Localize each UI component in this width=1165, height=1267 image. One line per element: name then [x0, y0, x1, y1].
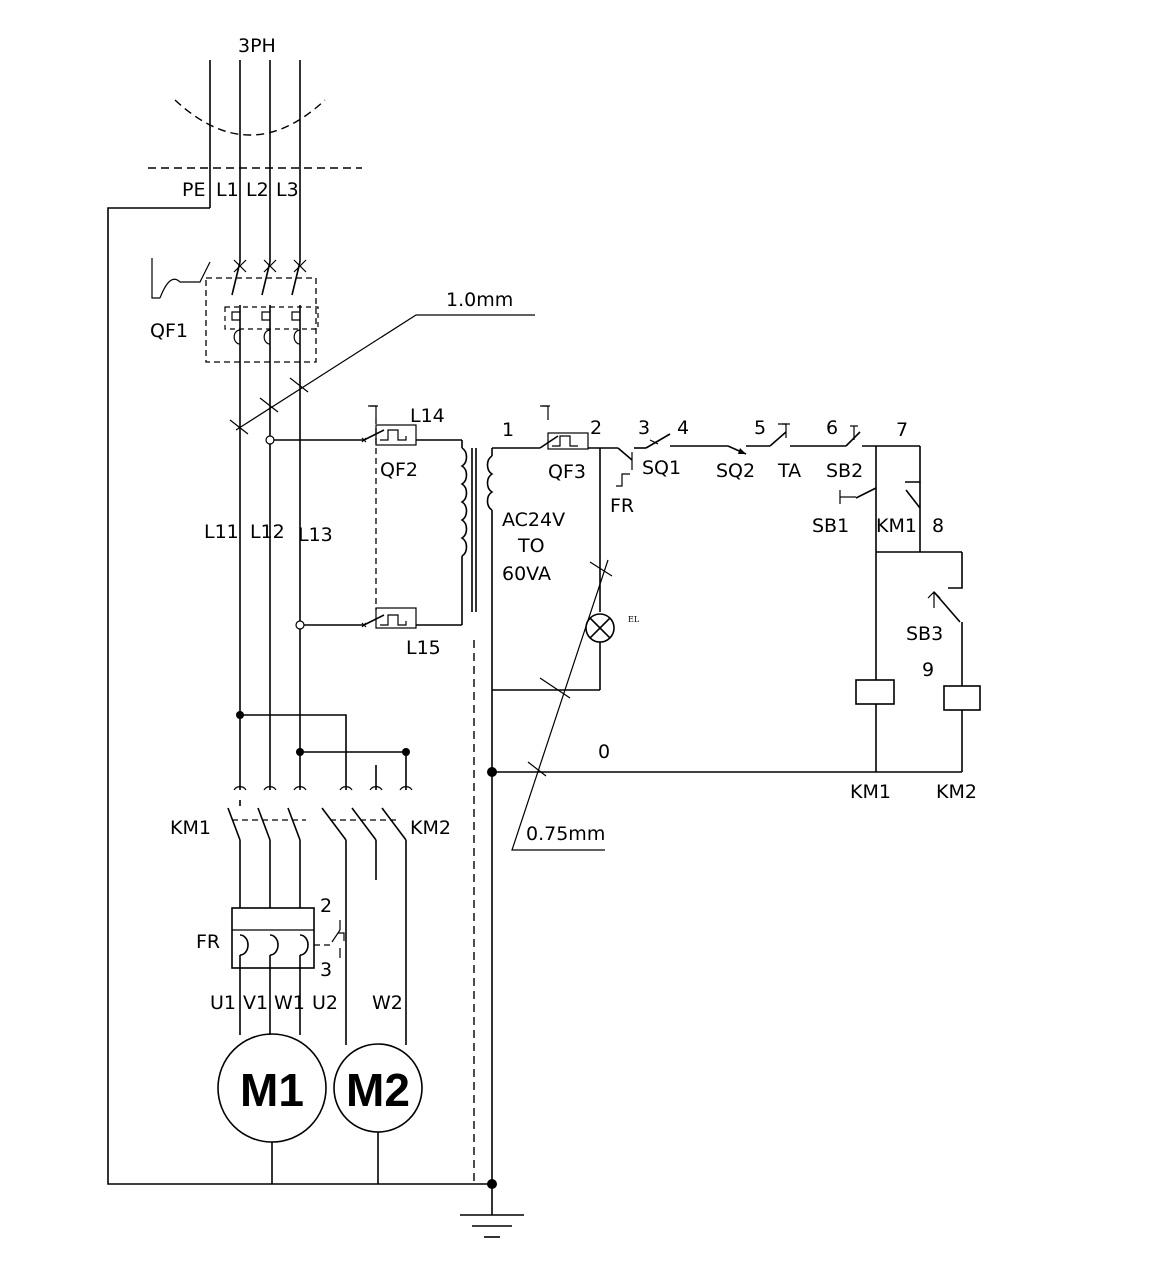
- coil-km2-label: KM2: [936, 781, 977, 803]
- control-circuit: [492, 405, 981, 773]
- lamp-label: EL: [628, 615, 640, 624]
- terminal-w2: W2: [372, 992, 403, 1014]
- motor-m2: [333, 1043, 423, 1184]
- terminal-u2: U2: [312, 992, 338, 1014]
- sb2-label: SB2: [826, 460, 863, 482]
- feeder-l13: L13: [298, 524, 333, 546]
- phase-l2: L2: [246, 179, 269, 201]
- terminal-u1: U1: [210, 992, 236, 1014]
- qf1-label: QF1: [150, 320, 188, 342]
- control-fr-label: FR: [610, 495, 634, 517]
- sq2-label: SQ2: [716, 460, 755, 482]
- node-5: 5: [754, 417, 766, 439]
- motor-m1: [217, 1033, 327, 1184]
- node-4: 4: [677, 417, 689, 439]
- control-transformer: [460, 440, 494, 1184]
- terminal-v1: V1: [243, 992, 268, 1014]
- phase-pe: PE: [182, 179, 205, 201]
- node-6: 6: [826, 417, 838, 439]
- phase-l1: L1: [216, 179, 239, 201]
- ta-label: TA: [777, 460, 801, 482]
- wire-size-leader-2: [511, 559, 609, 851]
- sb3-label: SB3: [906, 623, 943, 645]
- qf3-label: QF3: [548, 461, 586, 483]
- node-2: 2: [590, 417, 602, 439]
- node-9: 9: [922, 659, 934, 681]
- contactor-km2-label: KM2: [410, 817, 451, 839]
- node-1: 1: [502, 419, 514, 441]
- feeder-l11: L11: [204, 521, 239, 543]
- qf1-breaker: [151, 258, 319, 400]
- transformer-label-1: AC24V: [502, 509, 565, 531]
- overload-relay: [231, 907, 345, 1035]
- wire-size-leader-1: [235, 314, 535, 431]
- node-0: 0: [598, 741, 610, 763]
- feeder-l12: L12: [250, 521, 285, 543]
- node-7: 7: [896, 419, 908, 441]
- pe-conductor: [107, 207, 490, 1185]
- qf2-breaker: [363, 405, 462, 629]
- terminal-w1: W1: [274, 992, 305, 1014]
- overload-terminal-3: 3: [320, 959, 332, 981]
- ground-symbol: [460, 1184, 524, 1238]
- transformer-label-2: TO: [517, 535, 545, 557]
- node-8: 8: [932, 515, 944, 537]
- phase-l3: L3: [276, 179, 299, 201]
- supply-label: 3PH: [238, 35, 276, 57]
- node-3: 3: [638, 417, 650, 439]
- overload-terminal-2: 2: [320, 895, 332, 917]
- sb1-label: SB1: [812, 515, 849, 537]
- qf2-label: QF2: [380, 459, 418, 481]
- sq1-label: SQ1: [642, 457, 681, 479]
- supply-bus: [148, 60, 362, 262]
- transformer-label-3: 60VA: [502, 563, 551, 585]
- motor-m1-label: M1: [240, 1064, 304, 1116]
- contactor-km1-label: KM1: [170, 817, 211, 839]
- contactor-contacts: [227, 786, 413, 1045]
- overload-fr-label: FR: [196, 931, 220, 953]
- fuse-l14-label: L14: [410, 405, 445, 427]
- wire-size-2: 0.75mm: [526, 823, 605, 845]
- motor-m2-label: M2: [346, 1064, 410, 1116]
- wire-size-1: 1.0mm: [446, 289, 513, 311]
- fuse-l15-label: L15: [406, 637, 441, 659]
- km1-aux-label: KM1: [876, 515, 917, 537]
- coil-km1-label: KM1: [850, 781, 891, 803]
